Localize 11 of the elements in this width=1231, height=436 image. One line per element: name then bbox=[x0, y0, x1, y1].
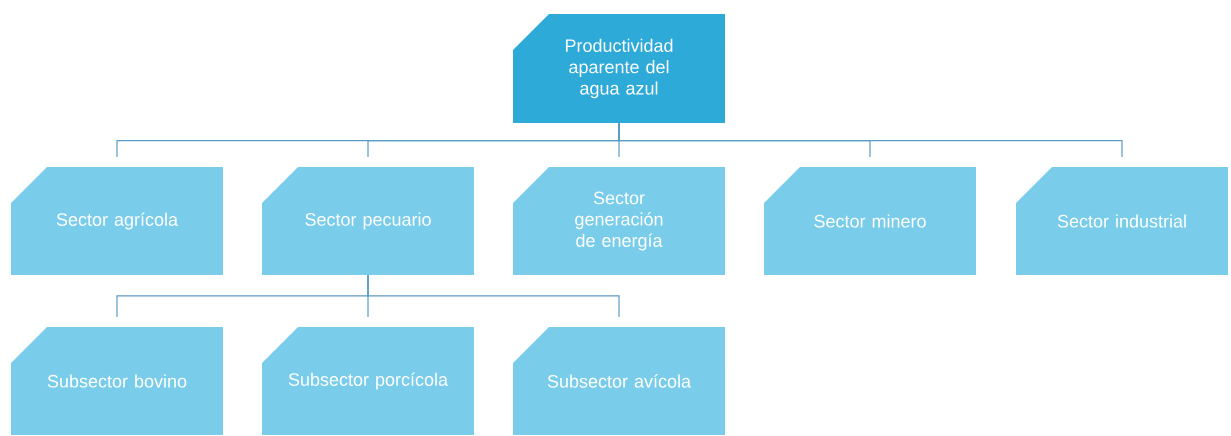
process-box: Subsector avícola bbox=[513, 327, 725, 435]
process-box: Subsector porcícola bbox=[262, 327, 474, 435]
process-box: Sector pecuario bbox=[262, 167, 474, 275]
process-box: Sector generación de energía bbox=[513, 167, 725, 275]
connector-line bbox=[367, 274, 620, 318]
process-box: Sector minero bbox=[764, 167, 976, 275]
connector-line bbox=[618, 122, 1123, 158]
process-box: Sector agrícola bbox=[11, 167, 223, 275]
process-box: Subsector bovino bbox=[11, 327, 223, 435]
process-box: Productividad aparente del agua azul bbox=[513, 14, 725, 123]
process-box: Sector industrial bbox=[1016, 167, 1228, 275]
